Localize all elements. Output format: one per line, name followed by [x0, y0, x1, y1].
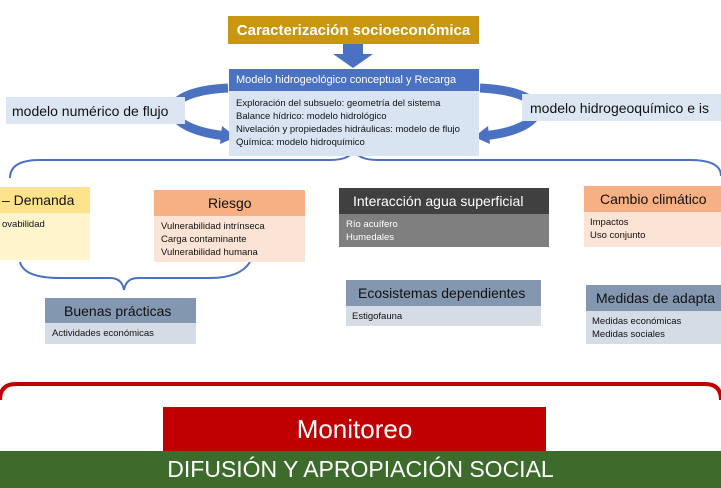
surface-water-interaction-title: Interacción agua superficial [339, 188, 549, 214]
hydrogeochemical-model-label: modelo hidrogeoquímico e is [522, 94, 721, 121]
risk-line: Vulnerabilidad intrínseca [161, 221, 265, 232]
practices-brace [19, 261, 251, 291]
monitoring-bracket [0, 382, 721, 401]
interaction-line: Río acuífero [346, 219, 398, 230]
good-practices-title: Buenas prácticas [45, 298, 196, 323]
adaptation-measures-title: Medidas de adapta [586, 285, 721, 311]
climate-change-title: Cambio climático [584, 186, 721, 212]
diffusion-banner: DIFUSIÓN Y APROPIACIÓN SOCIAL [0, 451, 721, 488]
adaptation-line: Medidas económicas [592, 316, 682, 327]
model-line: Exploración del subsuelo: geometría del … [236, 98, 441, 109]
dependent-ecosystems-title: Ecosistemas dependientes [346, 280, 541, 306]
good-practices-line: Actividades económicas [52, 328, 154, 339]
socioeconomic-characterization-title: Caracterización socioeconómica [228, 16, 479, 44]
risk-title: Riesgo [154, 190, 305, 216]
climate-line: Uso conjunto [590, 230, 646, 241]
good-practices-details: Actividades económicas [45, 323, 196, 344]
dependent-ecosystems-details: Estigofauna [346, 306, 541, 326]
risk-line: Carga contaminante [161, 234, 247, 245]
demand-line: ovabilidad [2, 219, 45, 230]
surface-water-interaction-details: Río acuífero Humedales [339, 214, 549, 247]
model-details: Exploración del subsuelo: geometría del … [229, 91, 479, 156]
ecosystems-line: Estigofauna [352, 311, 403, 322]
numerical-flow-model-label: modelo numérico de flujo [6, 97, 185, 124]
down-arrow-icon [333, 44, 373, 68]
model-line: Química: modelo hidroquímico [236, 137, 365, 148]
risk-line: Vulnerabilidad humana [161, 247, 258, 258]
demand-title: – Demanda [0, 187, 90, 213]
demand-details: ovabilidad [0, 213, 90, 260]
interaction-line: Humedales [346, 232, 395, 243]
adaptation-measures-details: Medidas económicas Medidas sociales [586, 311, 721, 344]
monitoring-banner: Monitoreo [163, 407, 546, 451]
climate-line: Impactos [590, 217, 629, 228]
model-line: Nivelación y propiedades hidráulicas: mo… [236, 124, 460, 135]
adaptation-line: Medidas sociales [592, 329, 665, 340]
model-line: Balance hídrico: modelo hidrológico [236, 111, 387, 122]
model-title: Modelo hidrogeológico conceptual y Recar… [229, 69, 479, 91]
risk-details: Vulnerabilidad intrínseca Carga contamin… [154, 216, 305, 262]
climate-change-details: Impactos Uso conjunto [584, 212, 721, 247]
